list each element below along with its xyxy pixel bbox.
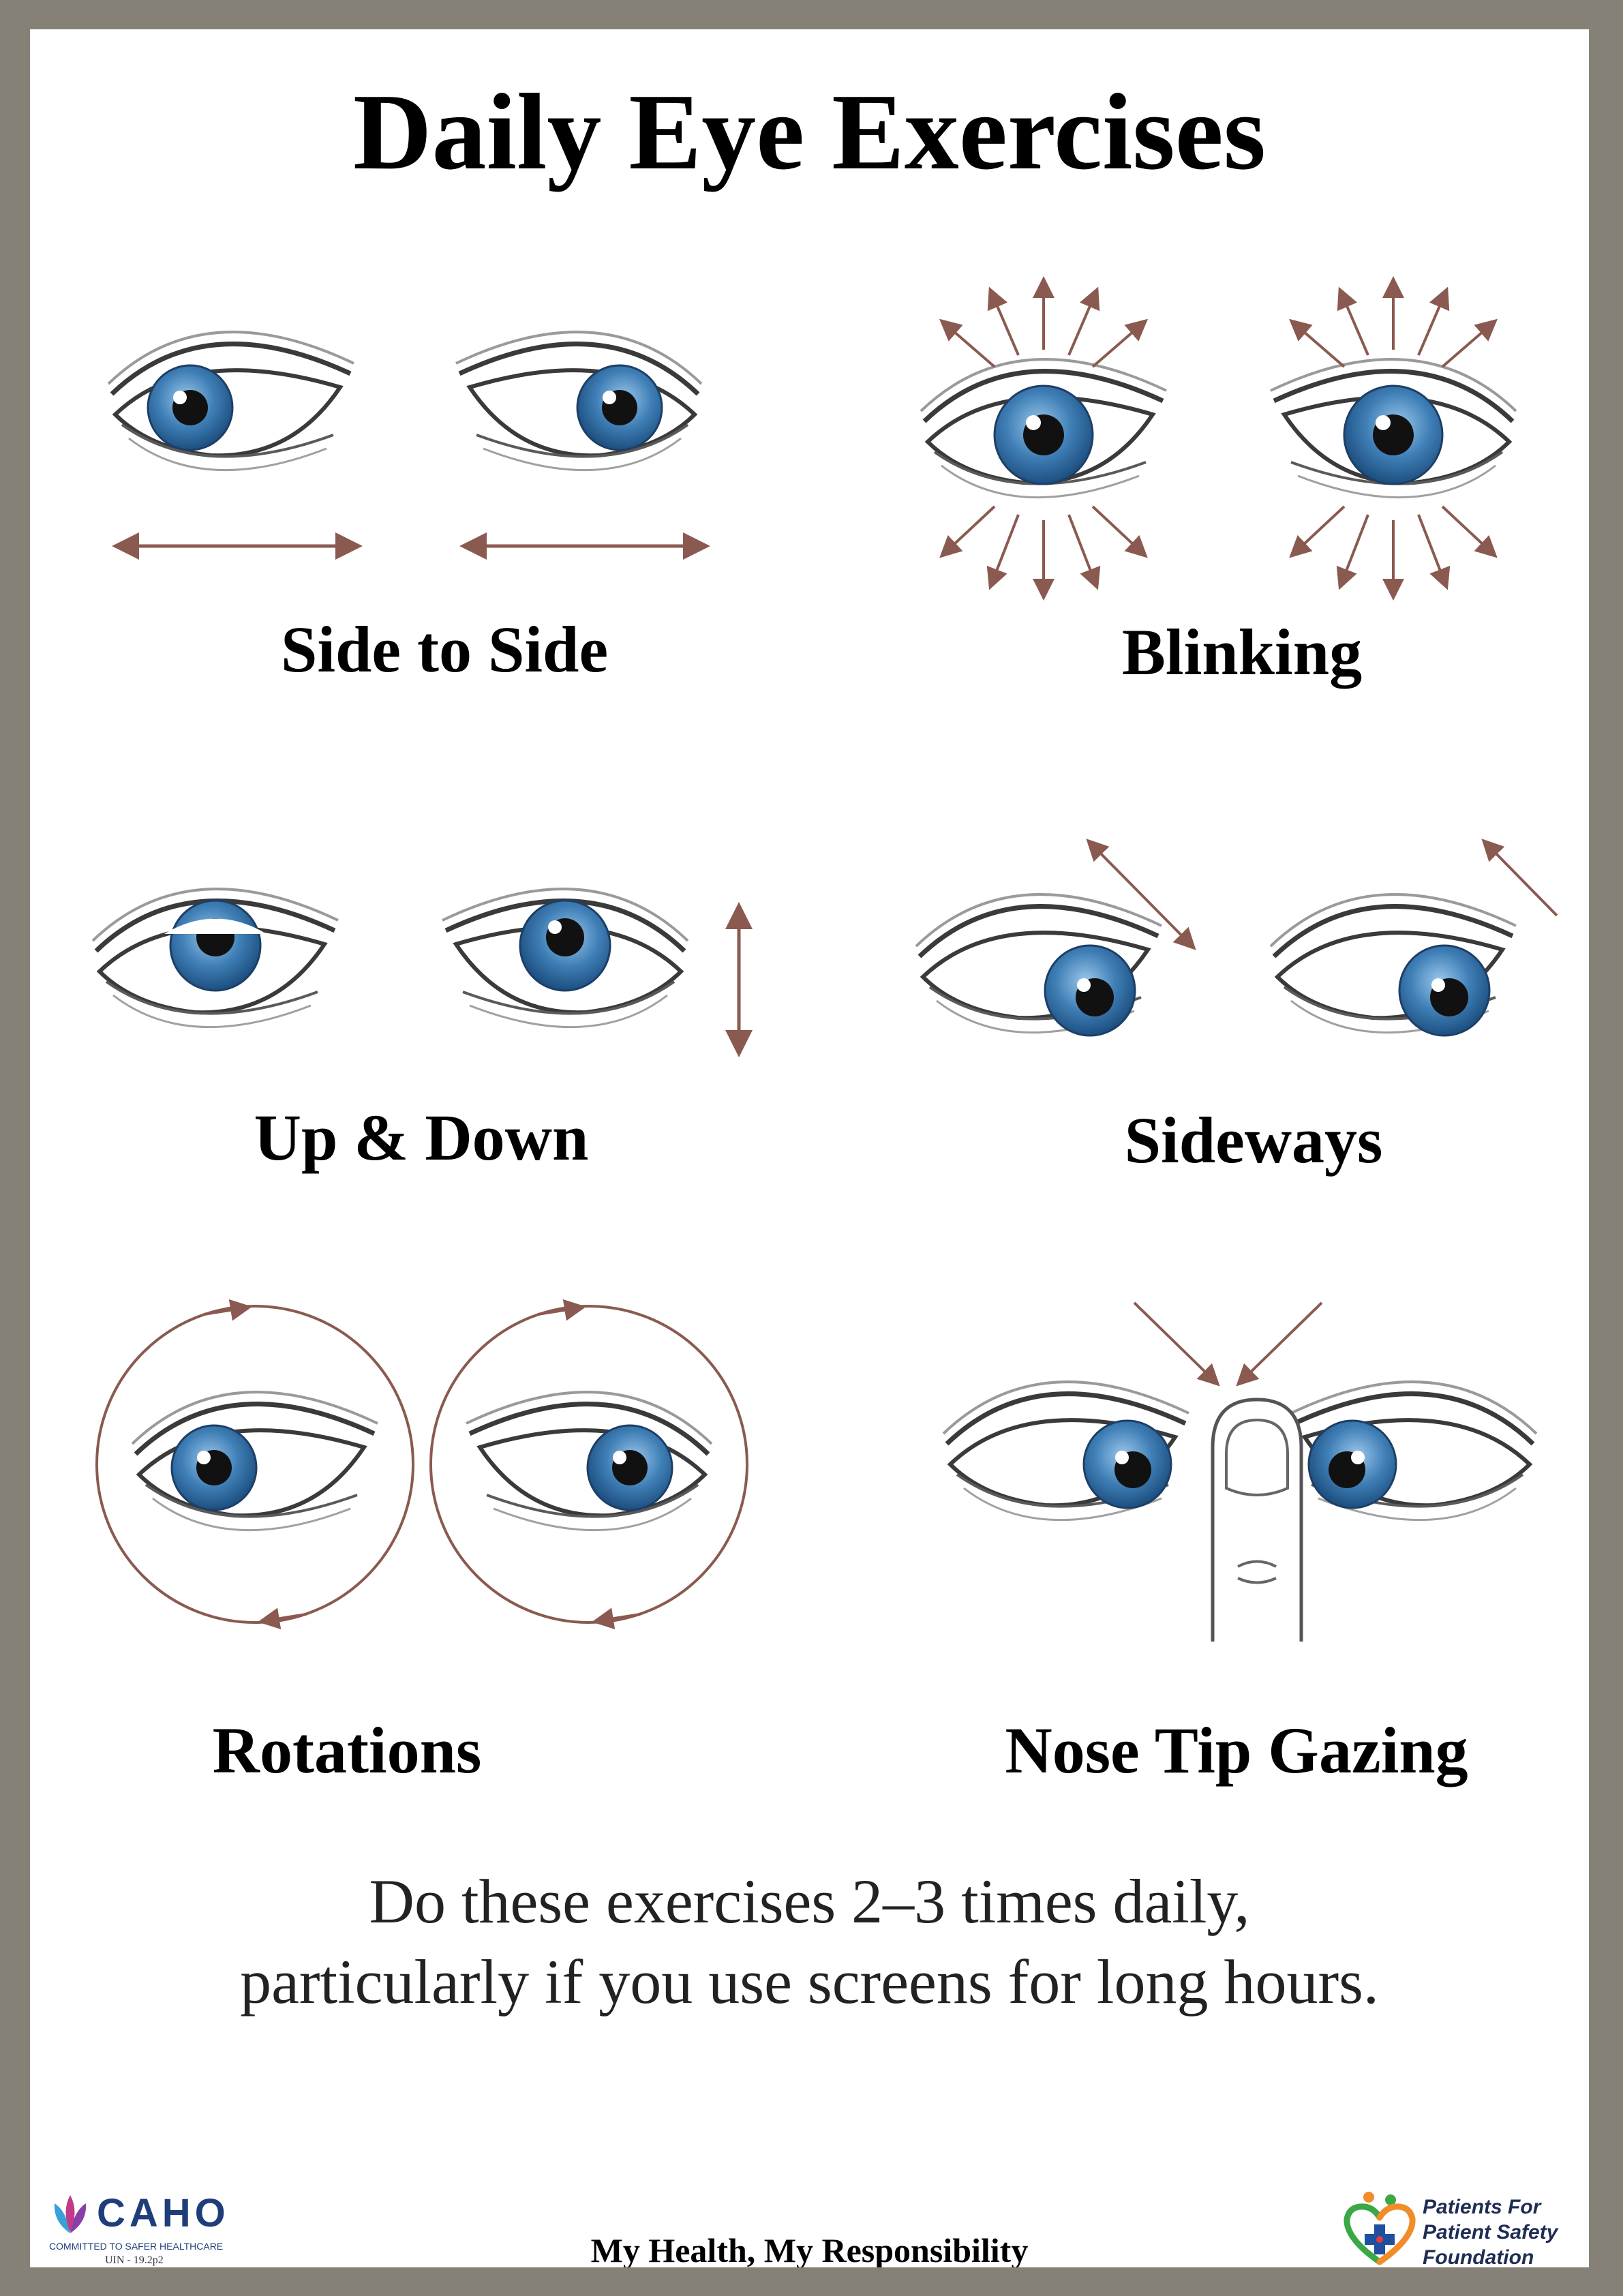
- eye-icon: [108, 332, 354, 470]
- eye-icon: [456, 332, 701, 470]
- instruction-line-2: particularly if you use screens for long…: [240, 1947, 1379, 2016]
- sideways-label: Sideways: [1124, 1104, 1383, 1177]
- eye-icon: [442, 889, 688, 1027]
- arrow-icon: [1236, 1301, 1323, 1387]
- eye-icon: [1271, 894, 1516, 1037]
- caho-name: CAHO: [97, 2191, 230, 2235]
- pfps-name: Patients For Patient Safety Foundation: [1423, 2194, 1558, 2267]
- blinking-illustration: [921, 276, 1516, 601]
- pfps-line-2: Patient Safety: [1423, 2221, 1558, 2244]
- eye-icon: [916, 894, 1162, 1037]
- up-and-down-illustration: [93, 889, 753, 1057]
- eye-icon: [93, 889, 338, 1027]
- eye-icon: [1271, 359, 1516, 498]
- arrow-icon: [1086, 839, 1196, 950]
- heart-cross-icon: [1344, 2192, 1416, 2265]
- eye-icon: [1291, 1382, 1536, 1520]
- page-title: Daily Eye Exercises: [352, 71, 1266, 192]
- motto: My Health, My Responsibility: [590, 2231, 1029, 2267]
- nose-tip-gazing-illustration: [943, 1301, 1536, 1642]
- arrow-icon: [1481, 839, 1558, 917]
- rotations-label: Rotations: [212, 1714, 482, 1787]
- exercise-illustrations: [30, 276, 1558, 1642]
- arrow-icon: [1133, 1301, 1220, 1387]
- rotations-illustration: [95, 1299, 748, 1630]
- pfps-logo: Patients For Patient Safety Foundation: [1339, 2190, 1571, 2267]
- caho-logo: CAHO COMMITTED TO SAFER HEALTHCARE UIN -…: [46, 2194, 244, 2267]
- side-to-side-label: Side to Side: [280, 613, 609, 686]
- poster: Daily Eye Exercises: [30, 29, 1589, 2267]
- sideways-illustration: [916, 839, 1558, 1037]
- eye-icon: [943, 1382, 1189, 1520]
- nose-tip-gazing-label: Nose Tip Gazing: [1005, 1714, 1468, 1787]
- finger-icon: [1211, 1398, 1303, 1642]
- eye-icon: [132, 1392, 378, 1530]
- lotus-icon: [54, 2195, 87, 2233]
- document-uin: UIN - 19.2p2: [105, 2254, 164, 2266]
- pfps-line-1: Patients For: [1423, 2196, 1541, 2218]
- instruction-line-1: Do these exercises 2–3 times daily,: [369, 1867, 1250, 1936]
- eye-icon: [466, 1392, 712, 1530]
- caho-tagline: COMMITTED TO SAFER HEALTHCARE: [49, 2241, 224, 2252]
- eye-icon: [921, 359, 1166, 498]
- side-to-side-illustration: [108, 332, 710, 560]
- pfps-line-3: Foundation: [1423, 2246, 1534, 2267]
- blinking-label: Blinking: [1121, 616, 1363, 689]
- up-and-down-label: Up & Down: [254, 1101, 589, 1174]
